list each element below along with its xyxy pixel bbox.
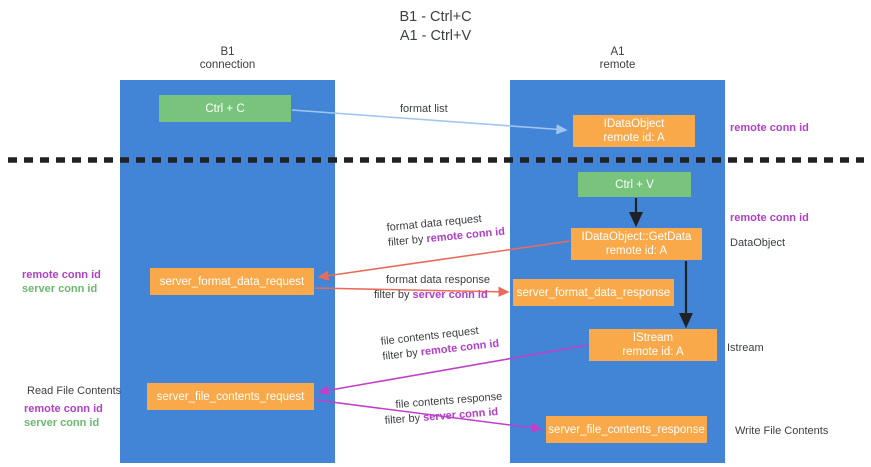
edge-label-format-data-response-text: format data response [386, 274, 490, 286]
label-left-conn-ids-top: remote conn id server conn id [22, 268, 101, 296]
box-ctrl-c-label: Ctrl + C [205, 102, 245, 115]
box-istream-title: IStream [632, 332, 674, 344]
box-server-format-data-request[interactable]: server_format_data_request [150, 268, 314, 295]
label-left-remote-conn-id-2: remote conn id [24, 403, 103, 415]
box-getdata-title: IDataObject::GetData [581, 231, 692, 243]
label-left-server-conn-id-2: server conn id [24, 417, 100, 429]
box-idataobject[interactable]: IDataObject remote id: A [573, 115, 695, 147]
edge-label-format-list: format list [400, 102, 448, 117]
box-ctrl-c[interactable]: Ctrl + C [159, 95, 291, 122]
box-idataobject-getdata[interactable]: IDataObject::GetData remote id: A [571, 228, 702, 260]
filter-prefix: filter by [384, 411, 424, 427]
box-istream[interactable]: IStream remote id: A [589, 329, 717, 361]
box-istream-sub: remote id: A [622, 346, 684, 358]
filter-prefix: filter by [374, 289, 413, 301]
box-server-file-contents-response-label: server_file_contents_response [548, 423, 705, 436]
box-idataobject-title: IDataObject [603, 118, 665, 130]
box-server-format-data-request-label: server_format_data_request [159, 275, 305, 288]
label-right-write-file-contents: Write File Contents [735, 425, 829, 437]
arrow-format-data-request [317, 240, 571, 281]
box-ctrl-v[interactable]: Ctrl + V [578, 172, 691, 197]
label-right-istream: Istream [727, 342, 764, 354]
label-left-server-conn-id: server conn id [22, 283, 98, 295]
box-getdata-sub: remote id: A [605, 245, 668, 257]
edge-label-format-data-response-filter: filter by server conn id [374, 288, 490, 303]
filter-prefix: filter by [387, 233, 428, 249]
box-server-format-data-response[interactable]: server_format_data_response [513, 279, 674, 306]
arrow-file-contents-request [317, 344, 589, 396]
box-idataobject-sub: remote id: A [603, 132, 665, 144]
label-right-dataobject: DataObject [730, 237, 786, 249]
lane-header-a1: A1 remote [510, 46, 725, 72]
label-right-remote-conn-id-top: remote conn id [730, 122, 809, 134]
title-line-2: A1 - Ctrl+V [399, 28, 472, 44]
edge-label-format-list-text: format list [400, 103, 448, 115]
lane-header-a1-name: A1 [610, 46, 625, 58]
page-title: B1 - Ctrl+C A1 - Ctrl+V [0, 8, 871, 46]
filter-key: server conn id [412, 289, 488, 301]
lane-header-b1-name: B1 [220, 46, 235, 58]
lane-header-b1-role: connection [199, 59, 256, 71]
box-server-file-contents-response[interactable]: server_file_contents_response [546, 416, 707, 443]
arrow-format-data-response [314, 286, 510, 297]
box-server-file-contents-request[interactable]: server_file_contents_request [147, 383, 314, 410]
box-server-file-contents-request-label: server_file_contents_request [156, 390, 305, 403]
box-ctrl-v-label: Ctrl + V [615, 178, 654, 191]
label-left-conn-ids-bottom: remote conn id server conn id [24, 402, 103, 430]
lane-header-a1-role: remote [599, 59, 636, 71]
arrow-file-contents-response [315, 399, 543, 433]
box-server-format-data-response-label: server_format_data_response [516, 286, 671, 299]
title-line-1: B1 - Ctrl+C [399, 9, 472, 25]
arrow-format-list [291, 109, 568, 135]
label-left-read-file-contents: Read File Contents [27, 385, 122, 397]
lane-header-b1: B1 connection [120, 46, 335, 72]
filter-prefix: filter by [381, 346, 422, 363]
edge-label-format-data-response: format data response filter by server co… [374, 273, 490, 303]
label-left-remote-conn-id: remote conn id [22, 269, 101, 281]
label-right-remote-conn-id-mid: remote conn id [730, 212, 809, 224]
